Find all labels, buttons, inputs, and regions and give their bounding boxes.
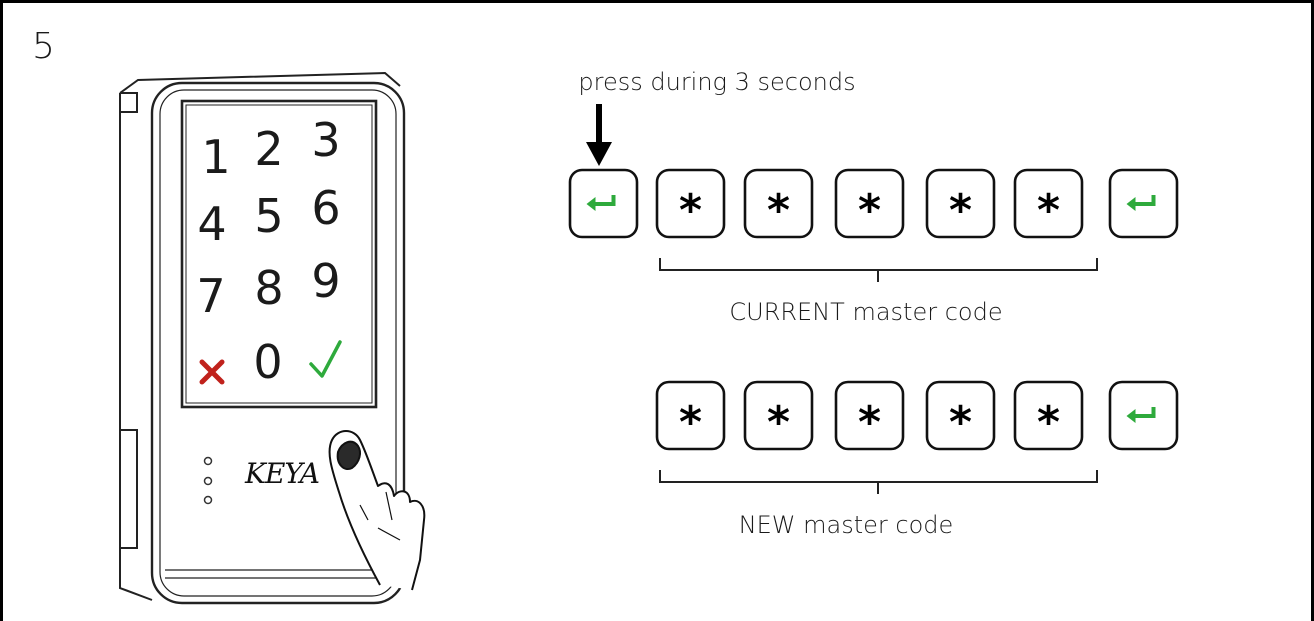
digit-0: 0 <box>253 335 282 389</box>
star-symbol: * <box>679 397 702 448</box>
digit-1: 1 <box>201 130 230 184</box>
digit-3: 3 <box>311 113 340 167</box>
digit-9: 9 <box>311 254 340 308</box>
star-symbol: * <box>949 397 972 448</box>
cancel-x-icon <box>199 359 225 385</box>
digit-4: 4 <box>197 197 226 251</box>
star-key: * <box>655 168 726 239</box>
enter-arrow-icon <box>586 195 616 211</box>
bracket-current <box>659 258 1098 282</box>
star-symbol: * <box>949 185 972 236</box>
enter-arrow-icon <box>1126 407 1156 423</box>
sequence-new-keys: * * * * * <box>655 380 1179 451</box>
star-symbol: * <box>767 397 790 448</box>
enter-arrow-icon <box>1126 195 1156 211</box>
label-new-master-code: NEW master code <box>739 511 954 539</box>
star-symbol: * <box>767 185 790 236</box>
check-icon <box>309 340 342 378</box>
star-symbol: * <box>679 185 702 236</box>
instruction-text: press during 3 seconds <box>578 68 855 96</box>
status-leds <box>203 456 213 505</box>
star-key: * <box>834 168 905 239</box>
arrow-down-icon <box>586 104 612 166</box>
finger-icon <box>328 430 426 591</box>
digit-5: 5 <box>254 189 283 243</box>
keypad-device <box>119 71 406 605</box>
star-key: * <box>834 380 905 451</box>
enter-key <box>568 168 639 239</box>
enter-key <box>1108 380 1179 451</box>
star-key: * <box>655 380 726 451</box>
label-current-master-code: CURRENT master code <box>729 298 1002 326</box>
star-key: * <box>925 380 996 451</box>
keypad-digits: 1 2 3 4 5 6 7 8 9 0 <box>196 113 340 389</box>
star-symbol: * <box>1037 397 1060 448</box>
star-symbol: * <box>1037 185 1060 236</box>
sequence-current-keys: * * * * * <box>568 168 1179 239</box>
star-symbol: * <box>858 397 881 448</box>
enter-key <box>1108 168 1179 239</box>
star-key: * <box>925 168 996 239</box>
digit-7: 7 <box>196 269 225 323</box>
star-key: * <box>1013 168 1084 239</box>
star-symbol: * <box>858 185 881 236</box>
brand-logo: KEYA <box>244 457 319 490</box>
star-key: * <box>1013 380 1084 451</box>
digit-8: 8 <box>254 261 283 315</box>
digit-6: 6 <box>311 181 340 235</box>
bracket-new <box>659 470 1098 494</box>
digit-2: 2 <box>254 122 283 176</box>
star-key: * <box>743 168 814 239</box>
star-key: * <box>743 380 814 451</box>
step-number: 5 <box>32 26 55 67</box>
